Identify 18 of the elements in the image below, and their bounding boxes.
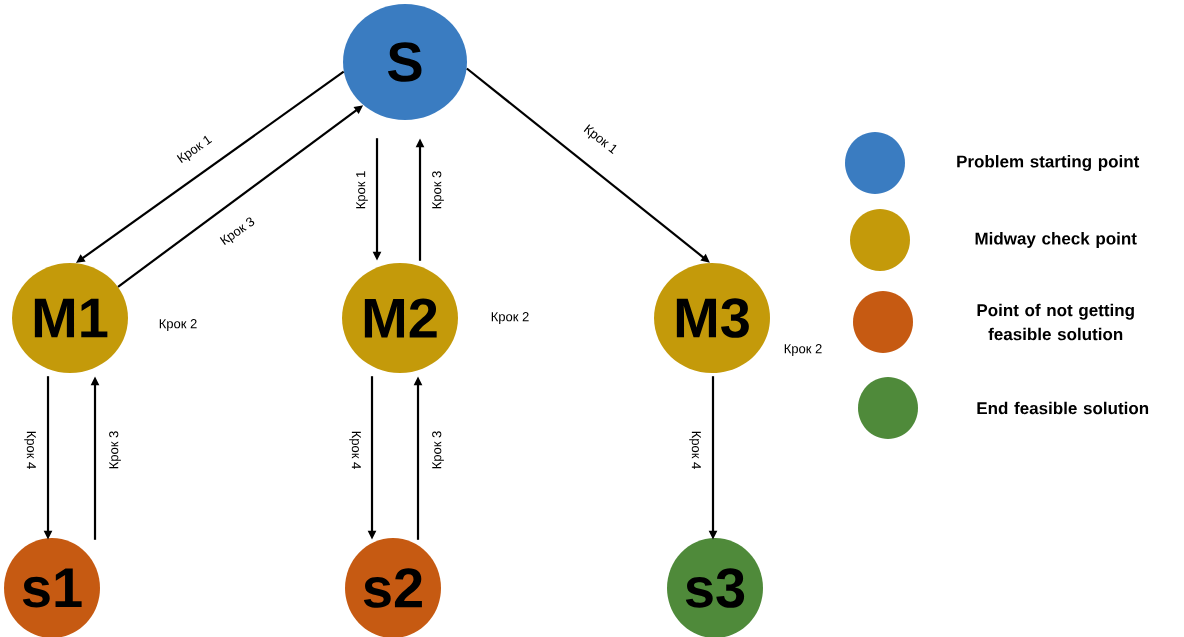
step-label: Крок 2 <box>159 319 197 331</box>
edge-label: Крок 4 <box>348 429 362 471</box>
edge-label: Крок 4 <box>688 429 702 471</box>
edge-label: Крок 3 <box>108 429 122 471</box>
legend-label: Point of not getting feasible solution <box>977 303 1134 341</box>
edge-label: Крок 3 <box>431 169 445 211</box>
edge-label: Крок 3 <box>431 429 445 471</box>
step-label: Крок 2 <box>784 344 822 356</box>
edge-label: Крок 1 <box>355 169 369 211</box>
edge-label: Крок 4 <box>23 429 37 471</box>
arrow <box>466 67 710 263</box>
edge-label: Крок 1 <box>174 132 216 168</box>
edge-label: Крок 3 <box>217 214 259 250</box>
step-label: Крок 2 <box>491 312 529 324</box>
arrow <box>76 70 345 263</box>
legend-label: End feasible solution <box>977 401 1149 415</box>
legend-label: Problem starting point <box>957 155 1140 171</box>
legend-label: Midway check point <box>975 232 1137 248</box>
